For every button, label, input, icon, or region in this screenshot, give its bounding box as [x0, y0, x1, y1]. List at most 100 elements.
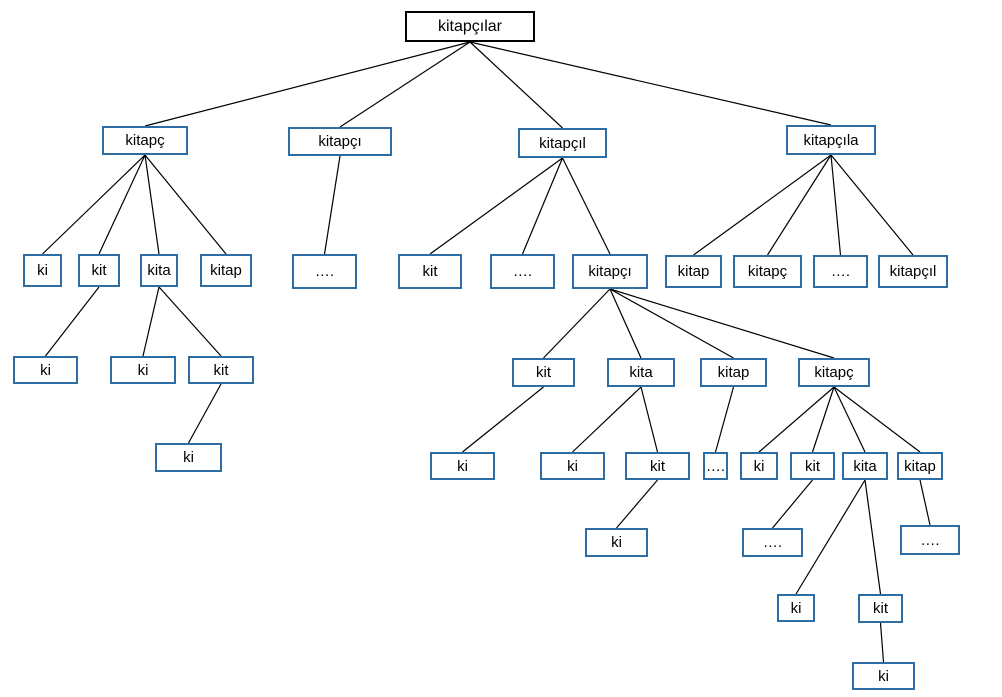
tree-node-l3_kitapc2: kitapç — [733, 255, 802, 288]
tree-node-l3_dots2: …. — [490, 254, 555, 289]
edge-l3_kitapci2-r4_kitapc — [609, 288, 835, 359]
tree-node-r4_kitap: kitap — [700, 358, 767, 387]
tree-node-r4_kitapc: kitapç — [798, 358, 870, 387]
tree-node-label: kit — [873, 600, 888, 617]
edge-root-kitapci — [339, 41, 471, 128]
tree-node-r5_dots: …. — [703, 452, 728, 480]
tree-node-l5_ki: ki — [155, 443, 222, 472]
edge-kitapcil-l3_dots2 — [521, 157, 564, 255]
tree-node-l3_kit2: kit — [398, 254, 462, 289]
edge-kitapc-l3_kita — [144, 154, 160, 255]
tree-node-kitapcil: kitapçıl — [518, 128, 607, 158]
tree-node-label: …. — [920, 531, 940, 549]
tree-node-label: kitapç — [125, 132, 165, 149]
edge-l3_kit-l4_ki1 — [45, 286, 100, 357]
tree-node-label: …. — [830, 263, 851, 280]
edge-kitapc-l3_ki — [42, 154, 146, 255]
tree-node-label: ki — [457, 457, 468, 475]
tree-node-label: kitapçıla — [803, 131, 859, 149]
tree-node-r5_ki3: ki — [740, 452, 778, 480]
tree-node-label: ki — [40, 361, 51, 379]
tree-node-label: kitap — [717, 364, 750, 381]
tree-node-label: ki — [567, 457, 578, 475]
tree-node-label: ki — [137, 361, 149, 379]
tree-node-label: kit — [650, 457, 665, 475]
tree-node-label: kitapç — [747, 263, 788, 280]
tree-node-label: ki — [878, 667, 889, 685]
tree-node-l3_kitap2: kitap — [665, 255, 722, 288]
edge-r5_kita-r7_ki — [795, 479, 866, 595]
tree-node-r7_ki: ki — [777, 594, 815, 622]
tree-node-label: kit — [422, 263, 438, 280]
edge-r5_kitap-r6_dots2 — [919, 479, 931, 526]
tree-node-label: …. — [705, 457, 726, 475]
edge-kitapci-l3_dots1 — [323, 155, 341, 255]
tree-node-l3_kitapcil2: kitapçıl — [878, 255, 948, 288]
tree-node-r4_kita: kita — [607, 358, 675, 387]
edge-r5_kita-r7_kit — [864, 479, 882, 595]
tree-node-label: ki — [611, 534, 622, 551]
tree-node-label: ki — [183, 449, 194, 466]
tree-node-kitapc: kitapç — [102, 126, 188, 155]
tree-node-label: kitap — [210, 262, 242, 279]
edge-r4_kitapc-r5_ki3 — [758, 386, 835, 453]
tree-node-label: ki — [753, 457, 765, 475]
edge-r5_kit1-r6_ki — [616, 479, 658, 529]
tree-node-l3_kitapci2: kitapçı — [572, 254, 648, 289]
tree-node-l3_ki: ki — [23, 254, 62, 287]
tree-node-r5_kita: kita — [842, 452, 888, 480]
tree-node-r5_kit1: kit — [625, 452, 690, 480]
tree-node-label: kita — [853, 457, 877, 475]
tree-node-r4_kit: kit — [512, 358, 575, 387]
tree-node-label: kitapç — [814, 364, 854, 381]
edge-l3_kitapci2-r4_kit — [543, 288, 611, 359]
tree-node-label: kitap — [677, 263, 710, 280]
edge-r5_kit2-r6_dots1 — [772, 479, 813, 529]
tree-node-label: kitapçıl — [539, 134, 586, 152]
tree-node-l3_kita: kita — [140, 254, 178, 287]
tree-node-label: kitap — [904, 457, 936, 475]
tree-node-l3_kit: kit — [78, 254, 120, 287]
edge-kitapc-l3_kitap — [144, 154, 227, 255]
tree-node-l3_dots3: …. — [813, 255, 868, 288]
tree-node-label: kita — [147, 262, 171, 279]
tree-node-label: kit — [536, 364, 551, 381]
tree-node-r7_kit: kit — [858, 594, 903, 623]
edge-r4_kitapc-r5_kitap — [833, 386, 921, 453]
tree-node-l4_kit: kit — [188, 356, 254, 384]
edge-r4_kita-r5_kit1 — [640, 386, 659, 453]
edge-l3_kita-l4_kit — [158, 286, 222, 357]
edge-kitapcila-l3_kitapc2 — [766, 154, 832, 256]
tree-node-label: kitapçı — [318, 133, 362, 150]
edge-l4_kit-l5_ki — [187, 383, 222, 444]
tree-node-r6_dots2: …. — [900, 525, 960, 555]
tree-node-label: ki — [790, 599, 802, 617]
edge-r4_kitap-r5_dots — [714, 386, 735, 453]
tree-node-label: kit — [91, 262, 107, 279]
edge-kitapcil-l3_kit2 — [429, 157, 563, 255]
tree-node-r5_ki2: ki — [540, 452, 605, 480]
tree-node-r8_ki: ki — [852, 662, 915, 690]
tree-node-label: kitapçıl — [889, 263, 937, 280]
tree-node-l3_dots1: …. — [292, 254, 357, 289]
edge-l3_kitapci2-r4_kita — [609, 288, 642, 359]
tree-node-r6_ki: ki — [585, 528, 648, 557]
edge-r7_kit-r8_ki — [879, 622, 885, 663]
tree-node-label: …. — [512, 263, 533, 280]
tree-node-label: kita — [629, 364, 653, 381]
tree-node-r5_ki1: ki — [430, 452, 495, 480]
tree-node-label: kitapçı — [588, 263, 632, 280]
edge-root-kitapcila — [469, 41, 832, 126]
tree-node-l4_ki2: ki — [110, 356, 176, 384]
tree-node-l4_ki1: ki — [13, 356, 78, 384]
tree-node-l3_kitap: kitap — [200, 254, 252, 287]
tree-node-label: …. — [314, 263, 335, 280]
edge-l3_kitapci2-r4_kitap — [609, 288, 734, 359]
edge-kitapc-l3_kit — [98, 154, 146, 255]
edge-kitapcila-l3_kitap2 — [693, 154, 832, 256]
edge-root-kitapc — [144, 41, 471, 127]
tree-node-kitapcila: kitapçıla — [786, 125, 876, 155]
tree-node-r5_kit2: kit — [790, 452, 835, 480]
